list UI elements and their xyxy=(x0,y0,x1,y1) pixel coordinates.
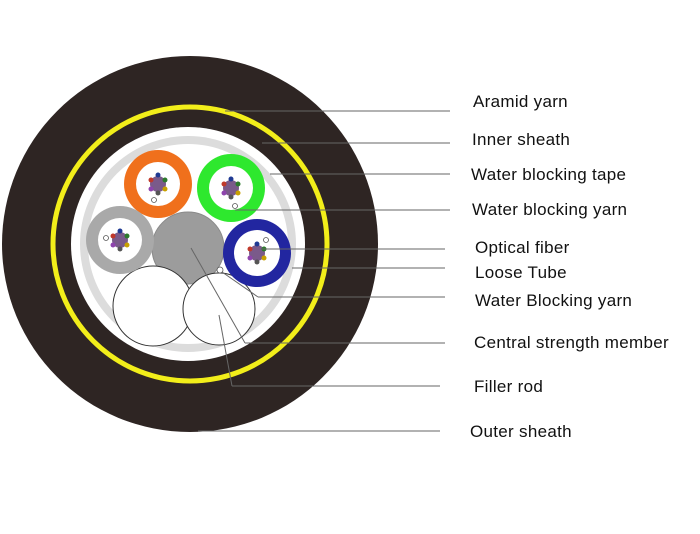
loose-tube-orange xyxy=(124,150,192,218)
label-loose-tube: Loose Tube xyxy=(475,263,567,282)
label-water-blocking-yarn-2: Water Blocking yarn xyxy=(475,291,632,310)
label-aramid-yarn: Aramid yarn xyxy=(473,92,568,111)
label-central-strength-member: Central strength member xyxy=(474,333,669,352)
label-optical-fiber: Optical fiber xyxy=(475,238,570,257)
filler-rod-left xyxy=(112,265,194,347)
label-filler-rod: Filler rod xyxy=(474,377,543,396)
leader-filler-rod xyxy=(218,314,233,387)
water-blocking-yarn-dot xyxy=(216,266,224,274)
aramid-yarn-ring xyxy=(50,104,330,384)
loose-tube-grey xyxy=(86,206,154,274)
loose-tube-blue xyxy=(223,219,291,287)
label-water-blocking-tape: Water blocking tape xyxy=(471,165,626,184)
leader-central-strength-member xyxy=(190,247,246,344)
label-outer-sheath: Outer sheath xyxy=(470,422,572,441)
loose-tube-green xyxy=(197,154,265,222)
label-inner-sheath: Inner sheath xyxy=(472,130,570,149)
leader-lines xyxy=(190,110,450,432)
label-water-blocking-yarn: Water blocking yarn xyxy=(472,200,627,219)
leader-water-blocking-yarn-2 xyxy=(221,271,259,298)
